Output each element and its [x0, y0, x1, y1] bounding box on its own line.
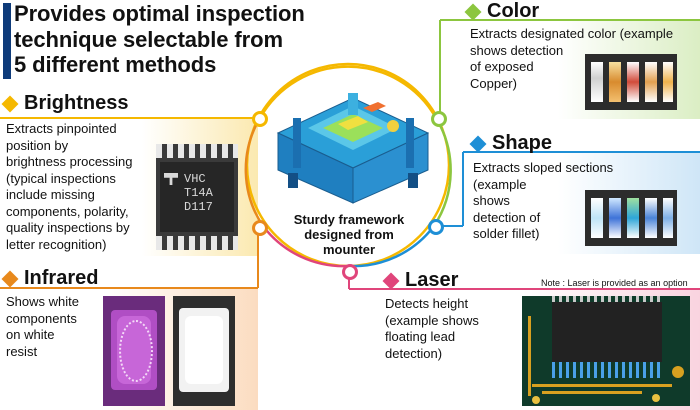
brightness-heading-label: Brightness	[24, 92, 129, 114]
shape-solder-image	[585, 190, 677, 246]
shape-heading-label: Shape	[492, 132, 553, 154]
shape-desc-line: Extracts sloped sections	[473, 160, 614, 175]
shape-desc-line: shows	[473, 193, 510, 208]
infrared-desc-line: components	[6, 310, 77, 326]
brightness-desc-line: Extracts pinpointed position by	[6, 121, 117, 153]
laser-board-image	[522, 296, 690, 406]
center-caption-line-1: Sturdy framework	[293, 212, 405, 227]
infrared-desc-line: resist	[6, 343, 38, 359]
infrared-heading-label: Infrared	[24, 267, 99, 289]
chip-text-line: T14A	[184, 186, 213, 200]
infrared-heading: Infrared	[1, 267, 99, 290]
brightness-desc-line: brightness processing	[6, 154, 133, 169]
infrared-purple-image	[103, 296, 165, 406]
logo-icon	[164, 173, 178, 185]
title-line-3: 5 different methods	[14, 52, 217, 77]
color-heading: Color	[464, 0, 540, 23]
color-heading-label: Color	[487, 0, 540, 22]
framework-illustration	[276, 93, 430, 204]
brightness-connector-dot	[252, 111, 268, 127]
infrared-desc-line: Shows white	[6, 294, 79, 309]
color-connector-dot	[431, 111, 447, 127]
laser-description: Detects height (example shows floating l…	[385, 296, 515, 362]
diamond-icon	[469, 135, 487, 152]
shape-description: Extracts sloped sections (example shows …	[473, 160, 698, 243]
brightness-desc-line: components, polarity,	[6, 203, 129, 219]
laser-desc-line: Detects height	[385, 296, 469, 311]
shape-desc-line: solder fillet)	[473, 226, 540, 241]
color-copper-image	[585, 54, 677, 110]
color-description: Extracts designated color (example shows…	[470, 26, 698, 92]
infrared-description: Shows white components on white resist	[6, 294, 96, 360]
diamond-icon	[382, 272, 400, 289]
shape-desc-line: detection of	[473, 209, 541, 225]
title-line-1: Provides optimal inspection	[14, 1, 305, 26]
page-title: Provides optimal inspection technique se…	[14, 1, 305, 78]
laser-desc-line: detection)	[385, 345, 443, 361]
center-caption-line-3: mounter	[323, 242, 375, 257]
infrared-desc-line: on white	[6, 327, 55, 342]
laser-desc-line: floating lead	[385, 329, 456, 344]
laser-heading: Laser	[382, 269, 459, 292]
infrared-connector-dot	[252, 220, 268, 236]
laser-connector-dot	[342, 264, 358, 280]
brightness-desc-line: letter recognition)	[6, 236, 107, 252]
center-caption-line-2: designed from	[304, 227, 394, 242]
shape-desc-line: (example	[473, 176, 527, 192]
center-caption: Sturdy framework designed from mounter	[277, 212, 421, 257]
laser-desc-line: (example shows	[385, 312, 479, 328]
brightness-heading: Brightness	[1, 92, 129, 115]
brightness-desc-line: quality inspections by	[6, 220, 130, 235]
diamond-icon	[1, 270, 19, 287]
chip-text-line: D117	[184, 200, 213, 214]
diamond-icon	[464, 3, 482, 20]
diamond-icon	[1, 95, 19, 112]
title-accent-bar	[3, 3, 11, 79]
laser-heading-label: Laser	[405, 269, 459, 291]
brightness-description: Extracts pinpointed position by brightne…	[6, 121, 156, 253]
color-desc-line: Extracts designated color (example	[470, 26, 674, 41]
chip-text-line: VHC	[184, 172, 206, 186]
title-line-2: technique selectable from	[14, 26, 283, 52]
brightness-desc-line: (typical inspections	[6, 170, 116, 186]
color-desc-line: Copper)	[470, 75, 517, 91]
color-desc-line: shows detection	[470, 42, 564, 58]
infrared-white-image	[173, 296, 235, 406]
brightness-chip-image: VHC T14A D117	[156, 144, 238, 250]
brightness-desc-line: include missing	[6, 187, 95, 202]
laser-note: Note : Laser is provided as an option	[541, 278, 688, 288]
color-desc-line: of exposed	[470, 59, 534, 74]
shape-heading: Shape	[469, 132, 553, 155]
shape-connector-dot	[428, 219, 444, 235]
